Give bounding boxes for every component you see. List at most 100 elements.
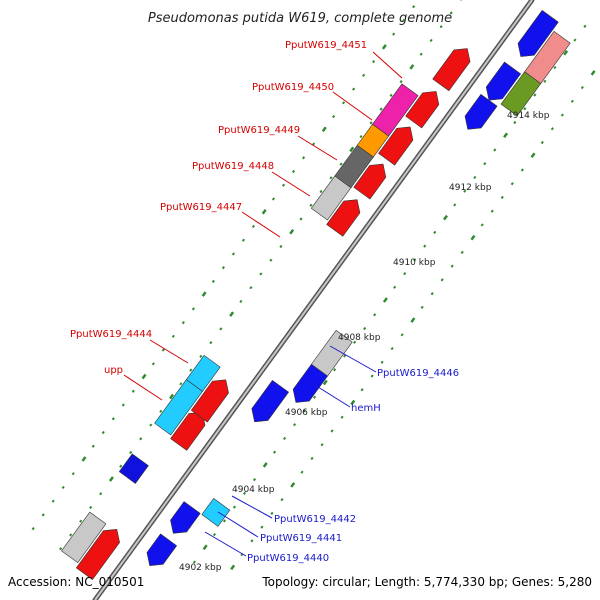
- label-leader-lines: [123, 51, 403, 557]
- gene-label-hemH[interactable]: hemH: [351, 403, 381, 414]
- tick-dot: [281, 183, 286, 187]
- kbp-tick-4912: 4912 kbp: [449, 183, 492, 193]
- gene-hemH[interactable]: [251, 380, 289, 423]
- tick-dot: [283, 436, 287, 441]
- gene-red-a[interactable]: [76, 529, 120, 580]
- tick-dot: [480, 223, 484, 227]
- gene-blue-e[interactable]: [517, 10, 559, 57]
- gene-label-PputW619_4450[interactable]: PputW619_4450: [252, 82, 334, 93]
- tick-dot: [291, 169, 296, 174]
- tick-dot: [343, 354, 347, 358]
- tick-dot: [483, 162, 487, 166]
- tick-dot: [490, 209, 494, 213]
- gene-PputW619_4450[interactable]: [372, 83, 419, 137]
- gene-red-h[interactable]: [190, 379, 229, 423]
- gene-label-PputW619_4440[interactable]: PputW619_4440: [247, 553, 329, 564]
- tick-dot: [301, 156, 306, 160]
- tick-dot: [199, 354, 203, 358]
- tick-dot: [410, 317, 416, 323]
- gene-label-PputW619_4441[interactable]: PputW619_4441: [260, 533, 342, 544]
- gene-red-d[interactable]: [353, 163, 387, 200]
- gene-label-PputW619_4442[interactable]: PputW619_4442: [274, 514, 356, 525]
- tick-dot: [161, 348, 165, 352]
- tick-dot: [590, 70, 596, 76]
- tick-dot: [119, 464, 123, 468]
- gene-label-PputW619_4449[interactable]: PputW619_4449: [218, 125, 300, 136]
- tick-dot: [322, 379, 328, 386]
- gene-PputW619_4444[interactable]: [186, 355, 221, 392]
- gene-red-f[interactable]: [405, 91, 440, 129]
- gene-PputW619_4446[interactable]: [311, 330, 353, 377]
- tick-dot: [381, 44, 387, 50]
- tick-dot: [269, 258, 273, 262]
- tick-dot: [230, 564, 236, 571]
- gene-label-PputW619_4451[interactable]: PputW619_4451: [285, 40, 367, 51]
- tick-dot: [339, 162, 343, 166]
- gene-PputW619_4442[interactable]: [201, 498, 231, 527]
- leader-line: [217, 511, 259, 538]
- gene-label-upp[interactable]: upp: [104, 365, 123, 376]
- tick-dot: [362, 73, 366, 77]
- tick-dot: [443, 214, 448, 221]
- tick-dot: [393, 285, 397, 289]
- leader-line: [241, 211, 281, 238]
- gene-label-PputW619_4444[interactable]: PputW619_4444: [70, 329, 152, 340]
- gene-label-PputW619_4447[interactable]: PputW619_4447: [160, 202, 242, 213]
- tick-dot: [211, 279, 215, 283]
- tick-dot: [409, 64, 415, 70]
- gene-blue-small-a[interactable]: [118, 453, 149, 484]
- map-title: Pseudomonas putida W619, complete genome: [148, 11, 452, 26]
- tick-dot: [212, 532, 217, 537]
- tick-dot: [279, 244, 283, 249]
- tick-dot: [209, 341, 213, 345]
- gene-grey-a[interactable]: [61, 511, 107, 563]
- gene-label-PputW619_4448[interactable]: PputW619_4448: [192, 161, 274, 172]
- tick-dot: [379, 107, 383, 111]
- gene-red-c[interactable]: [326, 199, 361, 237]
- tick-dot: [299, 217, 303, 221]
- tick-dot: [231, 252, 235, 256]
- kbp-tick-4908: 4908 kbp: [338, 333, 381, 343]
- tick-dot: [340, 415, 344, 419]
- tick-dot: [221, 266, 225, 270]
- tick-dot: [423, 244, 427, 248]
- gene-label-PputW619_4446[interactable]: PputW619_4446: [377, 368, 459, 379]
- tick-dot: [350, 399, 356, 406]
- gene-red-e[interactable]: [378, 126, 414, 166]
- tick-dot: [473, 175, 477, 180]
- tick-dot: [333, 368, 337, 372]
- tick-dot: [169, 393, 175, 400]
- tick-dot: [293, 423, 297, 427]
- tick-dot: [352, 87, 356, 91]
- tick-dot: [242, 491, 247, 495]
- tick-dot: [280, 498, 284, 502]
- tick-dot: [392, 32, 396, 36]
- tick-dot: [101, 430, 105, 435]
- tick-dot: [390, 346, 394, 351]
- tick-dot: [252, 478, 257, 482]
- tick-dot: [369, 121, 373, 125]
- tick-dot: [513, 120, 517, 125]
- tick-dot: [402, 18, 406, 23]
- tick-dot: [121, 403, 125, 407]
- kbp-tick-4906: 4906 kbp: [285, 408, 328, 418]
- kbp-tick-4914: 4914 kbp: [507, 111, 550, 121]
- tick-dot: [219, 327, 223, 331]
- tick-dot: [419, 52, 423, 56]
- gene-pink[interactable]: [524, 31, 571, 84]
- tick-dot: [439, 25, 443, 29]
- tick-dot: [400, 333, 404, 337]
- gene-blue-d[interactable]: [485, 61, 521, 101]
- gene-PputW619_4440[interactable]: [146, 533, 177, 566]
- tick-dot: [262, 462, 268, 468]
- gene-PputW619_4441[interactable]: [170, 501, 201, 534]
- tick-dot: [61, 485, 65, 490]
- tick-dot: [493, 148, 497, 152]
- tick-dot: [349, 146, 355, 153]
- tick-dot: [450, 264, 454, 268]
- gene-red-g[interactable]: [432, 48, 471, 92]
- tick-dot: [111, 417, 115, 421]
- tick-dot: [573, 38, 577, 42]
